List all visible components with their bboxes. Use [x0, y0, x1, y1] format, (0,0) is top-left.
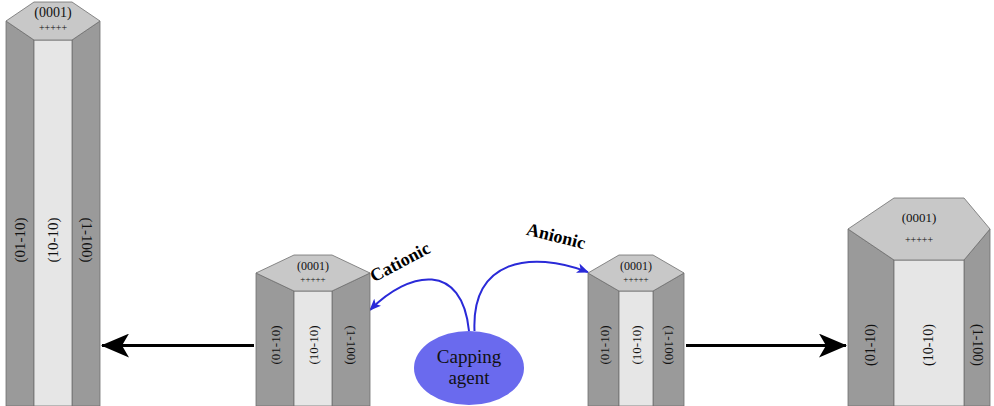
- hexagonal-prism: (0001) +++++ (01-10) (10-10) (1-100): [6, 2, 100, 406]
- facet-label: (01-10): [597, 326, 610, 365]
- surface-charge: +++++: [623, 275, 648, 284]
- side-face: [72, 21, 100, 406]
- facet-label: (1-100): [79, 218, 94, 263]
- prism-outline: [6, 2, 100, 406]
- front-face: [894, 260, 964, 406]
- facet-label: (0001): [620, 260, 652, 272]
- facet-label: (10-10): [46, 218, 61, 263]
- facet-label: (0001): [902, 210, 937, 223]
- front-face: [619, 291, 653, 406]
- edge-label: Anionic: [525, 220, 588, 252]
- facet-label: (10-10): [307, 326, 320, 365]
- ellipse-fill: [414, 331, 524, 405]
- side-face: [332, 273, 370, 406]
- facet-label: (0001): [297, 260, 329, 272]
- connector-arrow: [102, 344, 254, 347]
- side-face: [6, 21, 34, 406]
- edge-label: Cationic: [367, 239, 433, 285]
- side-face: [588, 273, 619, 406]
- facet-label: (01-10): [269, 326, 282, 365]
- top-face: [6, 2, 100, 40]
- front-face: [294, 291, 332, 406]
- facet-label: (1-100): [970, 324, 984, 366]
- connector-arrow: [370, 279, 469, 331]
- top-face: [588, 255, 684, 291]
- top-face: [256, 255, 370, 291]
- connector-arrow: [686, 344, 846, 347]
- facet-label: (1-100): [662, 326, 675, 365]
- node-text: Capping agent: [425, 347, 513, 389]
- surface-charge: +++++: [905, 235, 933, 245]
- front-face: [34, 40, 72, 406]
- facet-label: (0001): [34, 6, 71, 20]
- hexagonal-prism: (0001) +++++ (01-10) (10-10) (1-100): [848, 198, 990, 406]
- facet-label: (01-10): [13, 218, 28, 263]
- connector-arrow: [474, 262, 588, 331]
- hexagonal-prism: (0001) +++++ (01-10) (10-10) (1-100): [256, 255, 370, 406]
- capping-agent-ellipse: Capping agent: [414, 331, 524, 405]
- facet-label: (10-10): [922, 324, 936, 366]
- facet-label: (1-100): [345, 326, 358, 365]
- side-face: [256, 273, 294, 406]
- facet-label: (01-10): [864, 324, 878, 366]
- hexagonal-prism: (0001) +++++ (01-10) (10-10) (1-100): [588, 255, 684, 406]
- prism-outline: [848, 198, 990, 406]
- top-face: [848, 198, 990, 260]
- surface-charge: +++++: [300, 275, 325, 284]
- facet-label: (10-10): [630, 326, 643, 365]
- surface-charge: +++++: [39, 23, 67, 33]
- side-face: [653, 273, 684, 406]
